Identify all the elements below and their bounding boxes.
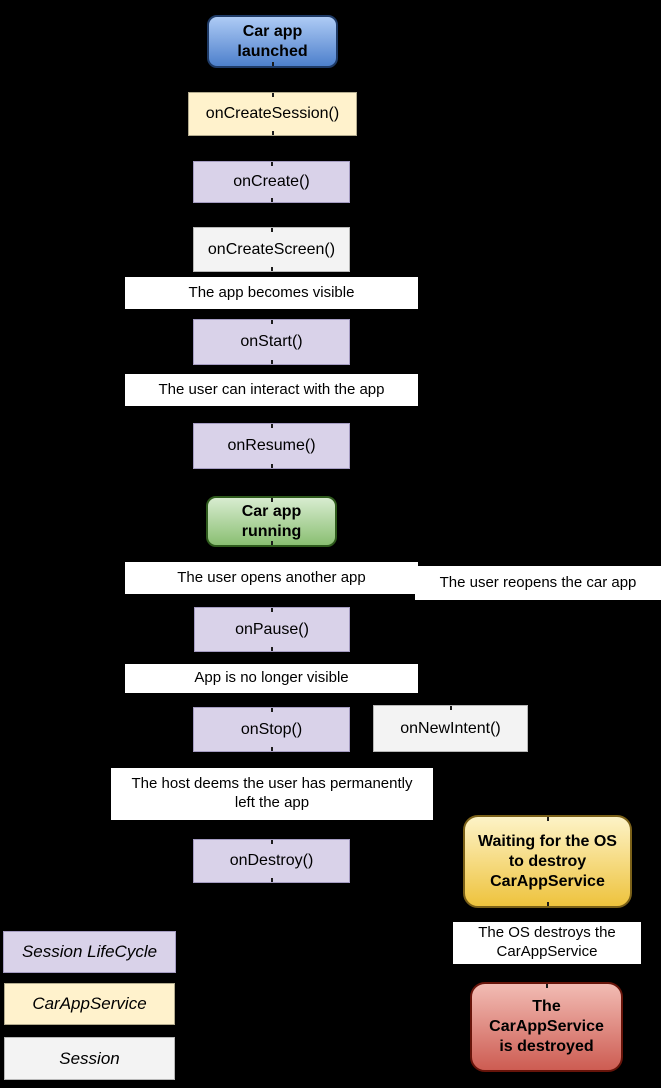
state-car-app-launched: Car app launched	[207, 15, 338, 68]
legend-session-lifecycle: Session LifeCycle	[3, 931, 176, 973]
state-car-app-running: Car app running	[206, 496, 337, 547]
band-app-becomes-visible: The app becomes visible	[125, 277, 418, 309]
method-ondestroy: onDestroy()	[193, 839, 350, 883]
band-user-opens-another-app: The user opens another app	[125, 562, 418, 594]
state-carappservice-destroyed: The CarAppService is destroyed	[470, 982, 623, 1072]
band-host-deems-left: The host deems the user has permanently …	[111, 768, 433, 820]
method-oncreatescreen: onCreateScreen()	[193, 227, 350, 272]
state-waiting-os-destroy: Waiting for the OS to destroy CarAppServ…	[463, 815, 632, 908]
legend-session: Session	[4, 1037, 175, 1080]
band-app-no-longer-visible: App is no longer visible	[125, 664, 418, 693]
method-oncreatesession: onCreateSession()	[188, 92, 357, 136]
method-oncreate: onCreate()	[193, 161, 350, 203]
method-onnewintent: onNewIntent()	[373, 705, 528, 752]
band-os-destroys: The OS destroys the CarAppService	[453, 922, 641, 964]
band-user-reopens-car-app: The user reopens the car app	[415, 566, 661, 600]
method-onresume: onResume()	[193, 423, 350, 469]
legend-carappservice: CarAppService	[4, 983, 175, 1025]
method-onstop: onStop()	[193, 707, 350, 752]
band-user-can-interact: The user can interact with the app	[125, 374, 418, 406]
method-onpause: onPause()	[194, 607, 350, 652]
method-onstart: onStart()	[193, 319, 350, 365]
